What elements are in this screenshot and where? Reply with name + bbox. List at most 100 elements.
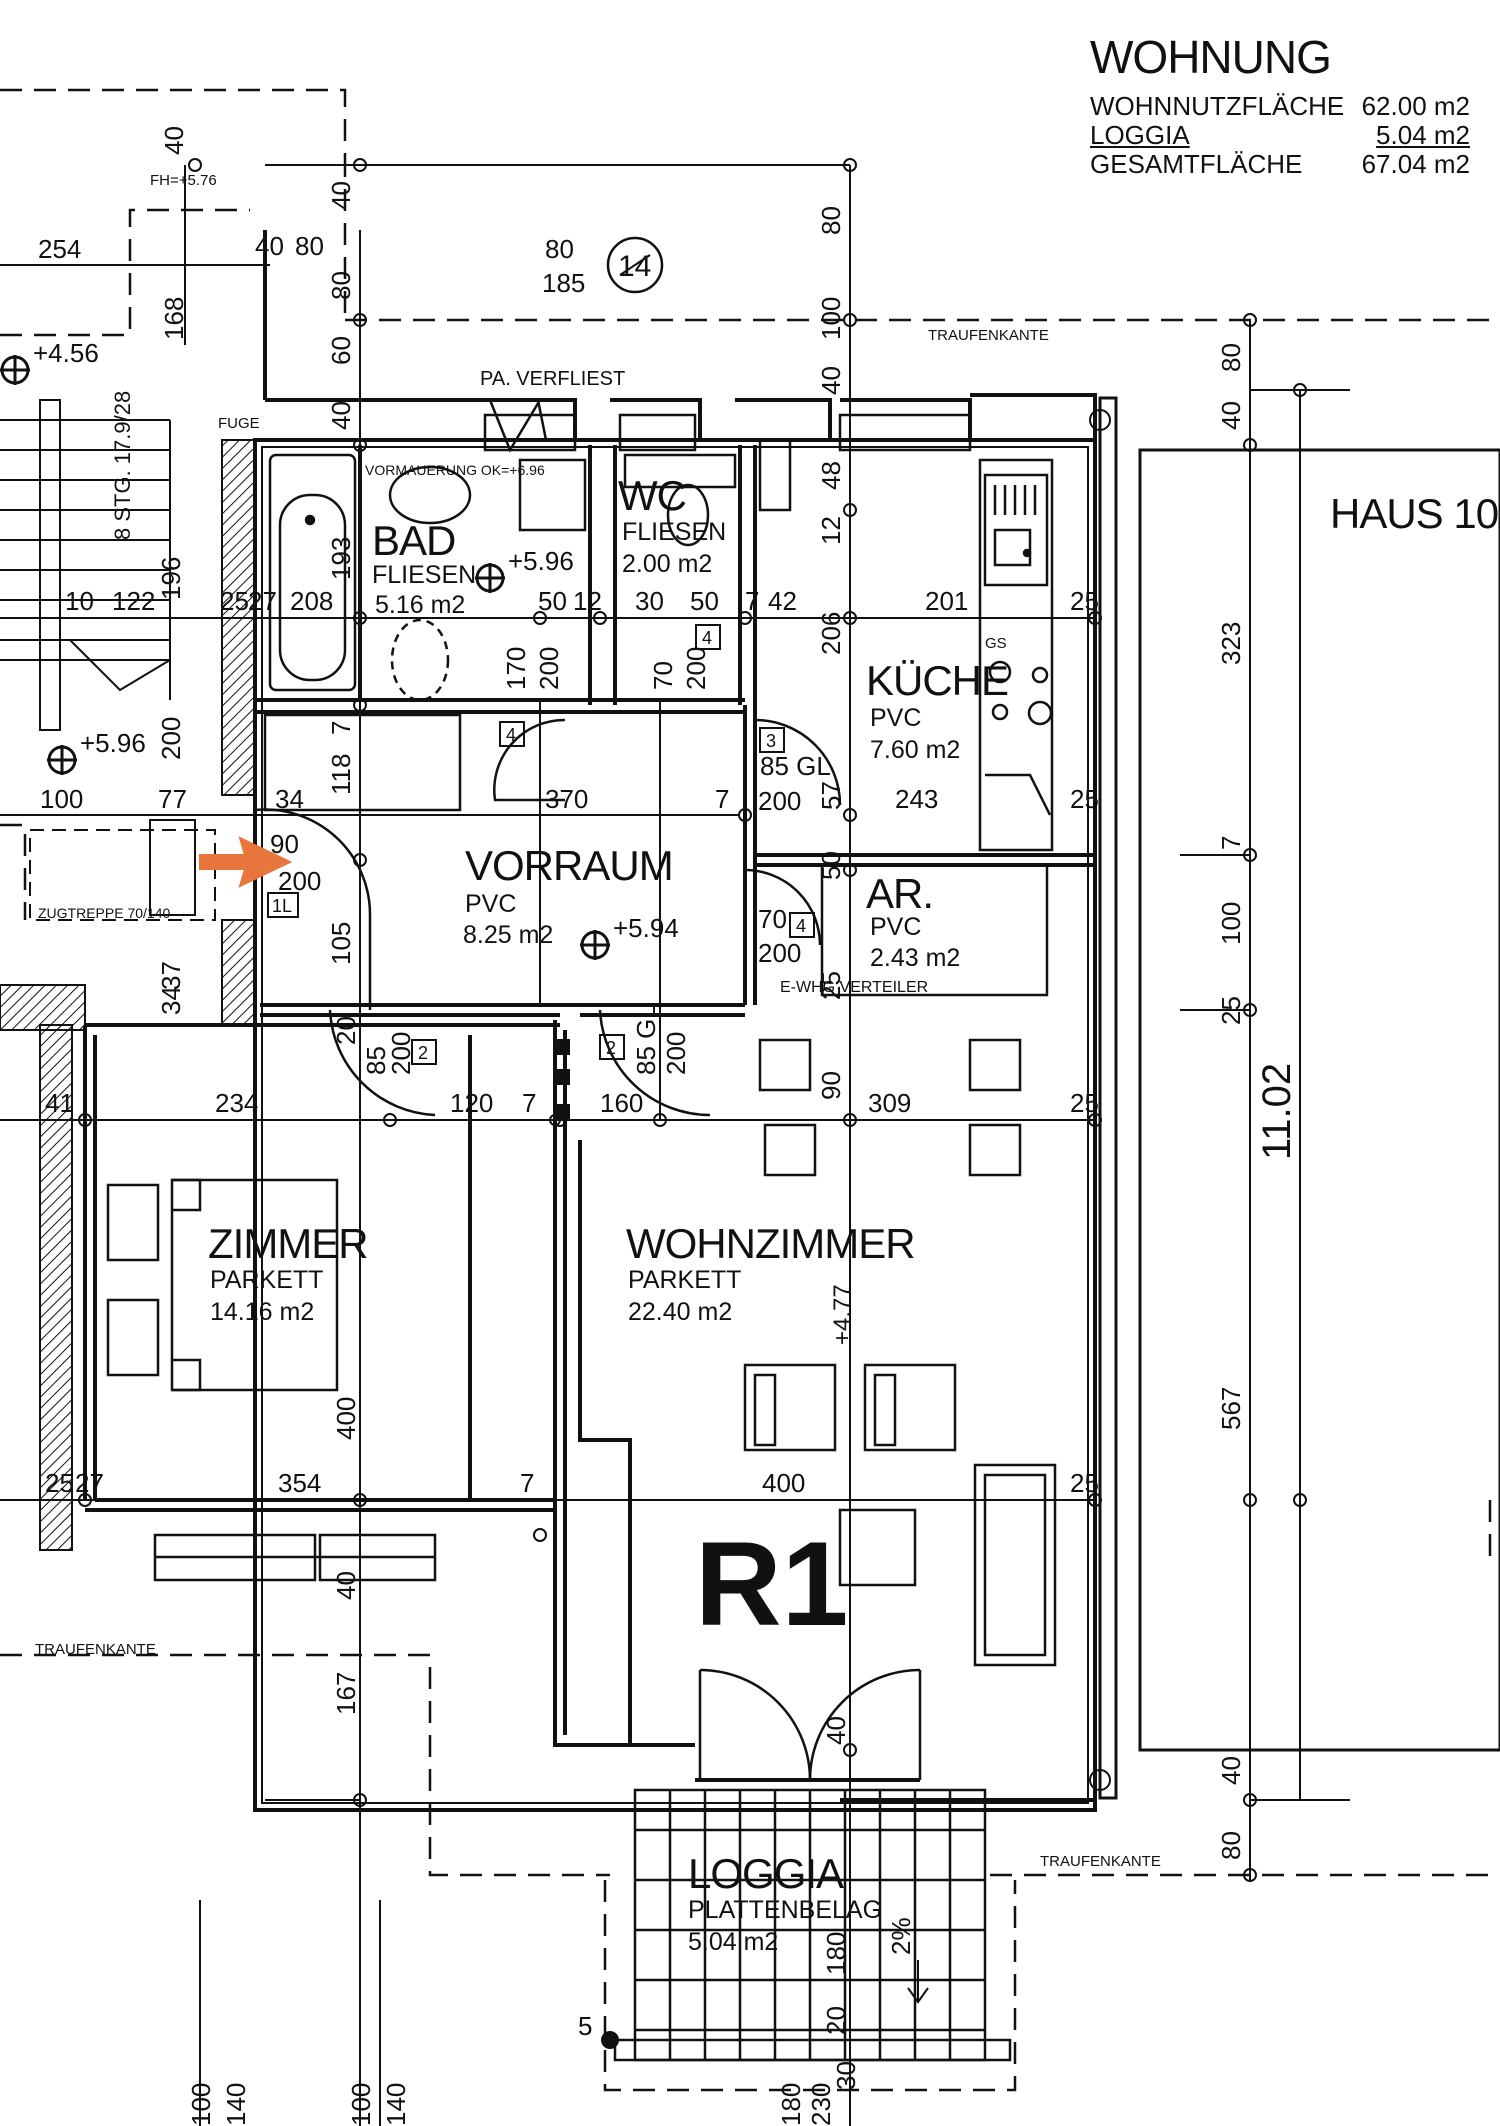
note-e-whg-verteiler: E-WHG VERTEILER bbox=[780, 979, 928, 996]
dim: 100 bbox=[1216, 902, 1246, 945]
dim: 40 bbox=[821, 1716, 851, 1745]
legend-value: 62.00 m2 bbox=[1361, 91, 1470, 121]
dim: 10 bbox=[65, 586, 94, 616]
legend-label: LOGGIA bbox=[1090, 120, 1190, 150]
dim: 167 bbox=[331, 1672, 361, 1715]
dim: 80 bbox=[295, 231, 324, 261]
room-floor-wc: FLIESEN bbox=[622, 518, 726, 546]
dim: 80 bbox=[816, 206, 846, 235]
note-vormauerung: VORMAUERUNG OK=+6.96 bbox=[365, 462, 545, 478]
dim: 80 bbox=[1216, 1831, 1246, 1860]
dimension-markers bbox=[78, 158, 1307, 2049]
dim: 323 bbox=[1216, 622, 1246, 665]
entrance-arrow-icon bbox=[199, 836, 293, 888]
room-area-vorraum: 8.25 m2 bbox=[463, 921, 553, 949]
room-name-vorraum: VORRAUM bbox=[465, 842, 673, 889]
area-legend: WOHNUNG WOHNNUTZFLÄCHE 62.00 m2 LOGGIA 5… bbox=[1090, 30, 1470, 179]
toilet-wc bbox=[666, 483, 710, 547]
dim: 50 bbox=[816, 851, 846, 880]
kitchen-counter bbox=[978, 458, 1054, 852]
room-floor-kueche: PVC bbox=[870, 704, 921, 732]
dim: 25 bbox=[1070, 586, 1099, 616]
dim: 90 bbox=[270, 829, 299, 859]
dim: 100 bbox=[40, 784, 83, 814]
dim: 160 bbox=[600, 1088, 643, 1118]
door-tag: 4 bbox=[506, 725, 516, 745]
dim: 180 bbox=[821, 1932, 851, 1975]
dim: 170 bbox=[501, 647, 531, 690]
dim: 234 bbox=[215, 1088, 258, 1118]
dim: 20 bbox=[821, 2006, 851, 2035]
dim: 168 bbox=[159, 297, 189, 340]
level-2: +5.96 bbox=[80, 728, 146, 758]
room-floor-ar: PVC bbox=[870, 913, 921, 941]
dim: 354 bbox=[278, 1468, 321, 1498]
note-traufenkante-top: TRAUFENKANTE bbox=[928, 327, 1049, 344]
dim: 200 bbox=[156, 717, 186, 760]
dim: 77 bbox=[158, 784, 187, 814]
room-area-zimmer: 14.16 m2 bbox=[210, 1298, 314, 1326]
level-4: +5.94 bbox=[613, 913, 679, 943]
legend-row: WOHNNUTZFLÄCHE 62.00 m2 bbox=[1090, 92, 1470, 121]
room-floor-bad: FLIESEN bbox=[372, 561, 476, 589]
room-area-ar: 2.43 m2 bbox=[870, 944, 960, 972]
dimension-lines bbox=[0, 164, 1350, 2126]
room-name-kueche: KÜCHE bbox=[866, 657, 1008, 704]
dim: 7 bbox=[520, 1468, 534, 1498]
fixtures bbox=[106, 413, 1057, 2062]
room-name-loggia: LOGGIA bbox=[688, 1850, 844, 1897]
dim: 40 bbox=[159, 126, 189, 155]
basin bbox=[388, 465, 472, 525]
dim: 200 bbox=[758, 938, 801, 968]
dim: 41 bbox=[45, 1088, 74, 1118]
room-area-loggia: 5.04 m2 bbox=[688, 1928, 778, 1956]
door-tag: 1L bbox=[272, 896, 292, 916]
level-5: +4.77 bbox=[829, 1284, 856, 1345]
dim: 25 bbox=[1070, 784, 1099, 814]
dim: 25 bbox=[45, 1468, 74, 1498]
dim: 185 bbox=[542, 268, 585, 298]
dim: 100 bbox=[346, 2083, 376, 2126]
dim: 60 bbox=[326, 336, 356, 365]
dim: 200 bbox=[386, 1032, 416, 1075]
dim: 80 bbox=[326, 271, 356, 300]
dim: 80 bbox=[545, 234, 574, 264]
level-3: +5.96 bbox=[508, 546, 574, 576]
dim: 37 bbox=[156, 961, 186, 990]
slope-arrow-icon bbox=[907, 1960, 929, 2004]
legend-label: GESAMTFLÄCHE bbox=[1090, 149, 1303, 179]
note-pa-verfliest: PA. VERFLIEST bbox=[480, 368, 625, 390]
dim: 25 bbox=[1070, 1088, 1099, 1118]
door-tag: 2 bbox=[606, 1038, 616, 1058]
dim: 309 bbox=[868, 1088, 911, 1118]
dim: 100 bbox=[186, 2083, 216, 2126]
dim: 20 bbox=[331, 1016, 361, 1045]
room-area-kueche: 7.60 m2 bbox=[870, 736, 960, 764]
toilet-bad bbox=[390, 618, 450, 702]
dim: 12 bbox=[816, 516, 846, 545]
legend-title: WOHNUNG bbox=[1090, 31, 1332, 83]
dim: 193 bbox=[326, 537, 356, 580]
dim: 40 bbox=[1216, 1756, 1246, 1785]
dim: 208 bbox=[290, 586, 333, 616]
dim: 80 bbox=[1216, 343, 1246, 372]
door-tag: 3 bbox=[766, 731, 776, 751]
dim: 12 bbox=[573, 586, 602, 616]
note-fuge: FUGE bbox=[218, 415, 260, 432]
legend-row: LOGGIA 5.04 m2 bbox=[1090, 121, 1470, 150]
room-name-bad: BAD bbox=[372, 517, 455, 564]
dim: 7 bbox=[522, 1088, 536, 1118]
dim: 40 bbox=[331, 1571, 361, 1600]
dim: 200 bbox=[758, 786, 801, 816]
dim: 206 bbox=[816, 612, 846, 655]
room-floor-vorraum: PVC bbox=[465, 890, 516, 918]
note-gefaelle: 2% bbox=[886, 1917, 916, 1955]
dim: 400 bbox=[331, 1397, 361, 1440]
note-gs: GS bbox=[985, 635, 1007, 652]
room-floor-zimmer: PARKETT bbox=[210, 1266, 323, 1294]
bed bbox=[170, 1178, 339, 1392]
dim: 200 bbox=[534, 647, 564, 690]
legend-label: WOHNNUTZFLÄCHE bbox=[1090, 91, 1345, 121]
unit-number-circle bbox=[606, 236, 664, 294]
